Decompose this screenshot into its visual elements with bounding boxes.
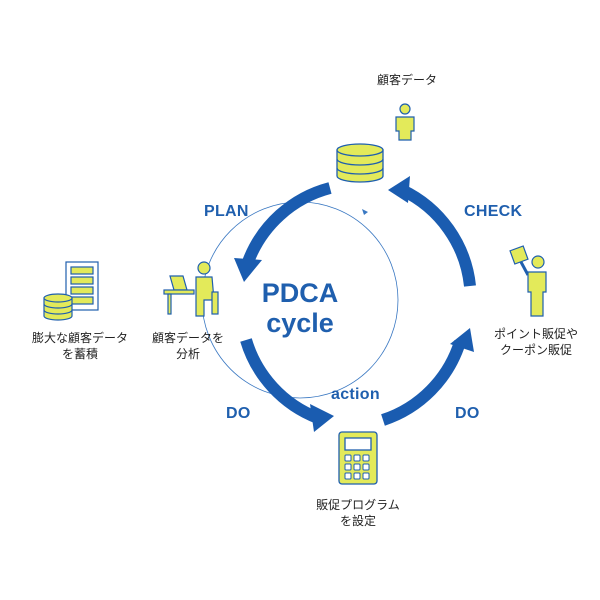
label-program-line2: を設定 [339, 514, 376, 528]
keypad-key [362, 463, 370, 471]
keypad-key [362, 454, 370, 462]
database-icon [336, 143, 384, 183]
phase-do-left: DO [226, 405, 251, 422]
label-program: 販促プログラム を設定 [300, 497, 416, 529]
label-accumulate-line1: 膨大な顧客データ [31, 331, 128, 345]
center-title-line2: cycle [266, 308, 334, 338]
label-point-sales-line1: ポイント販促や [493, 327, 578, 341]
keypad-key [344, 472, 352, 480]
label-analyze: 顧客データを 分析 [140, 330, 236, 362]
keypad-key [353, 463, 361, 471]
person-with-sign-icon [509, 245, 547, 317]
center-title: PDCA cycle [240, 278, 360, 338]
phase-action: action [331, 386, 380, 403]
label-program-line1: 販促プログラム [316, 498, 400, 512]
label-customer-data-top: 顧客データ [376, 73, 437, 87]
phase-do-right: DO [455, 405, 480, 422]
label-analyze-line1: 顧客データを [151, 331, 224, 345]
label-accumulate-line2: を蓄積 [61, 347, 98, 361]
label-point-sales: ポイント販促や クーポン販促 [478, 326, 594, 358]
center-title-line1: PDCA [261, 278, 339, 308]
arrow-check [388, 176, 476, 287]
label-analyze-line2: 分析 [175, 347, 200, 361]
person-icon [395, 103, 415, 141]
mobile-device-icon [338, 431, 378, 485]
arrow-do-right [381, 328, 474, 426]
person-at-desk-icon [163, 261, 219, 317]
phase-plan: PLAN [204, 203, 249, 220]
label-point-sales-line2: クーポン販促 [499, 343, 572, 357]
keypad-key [362, 472, 370, 480]
arrow-do-left [240, 338, 334, 432]
keypad-key [344, 463, 352, 471]
arrow-plan [234, 182, 332, 282]
keypad-key [353, 472, 361, 480]
label-accumulate: 膨大な顧客データ を蓄積 [20, 330, 140, 362]
keypad-key [353, 454, 361, 462]
phase-check: CHECK [464, 203, 523, 220]
inner-circle-arrow-icon [362, 209, 368, 215]
database-small-icon [43, 293, 73, 321]
keypad-key [344, 454, 352, 462]
